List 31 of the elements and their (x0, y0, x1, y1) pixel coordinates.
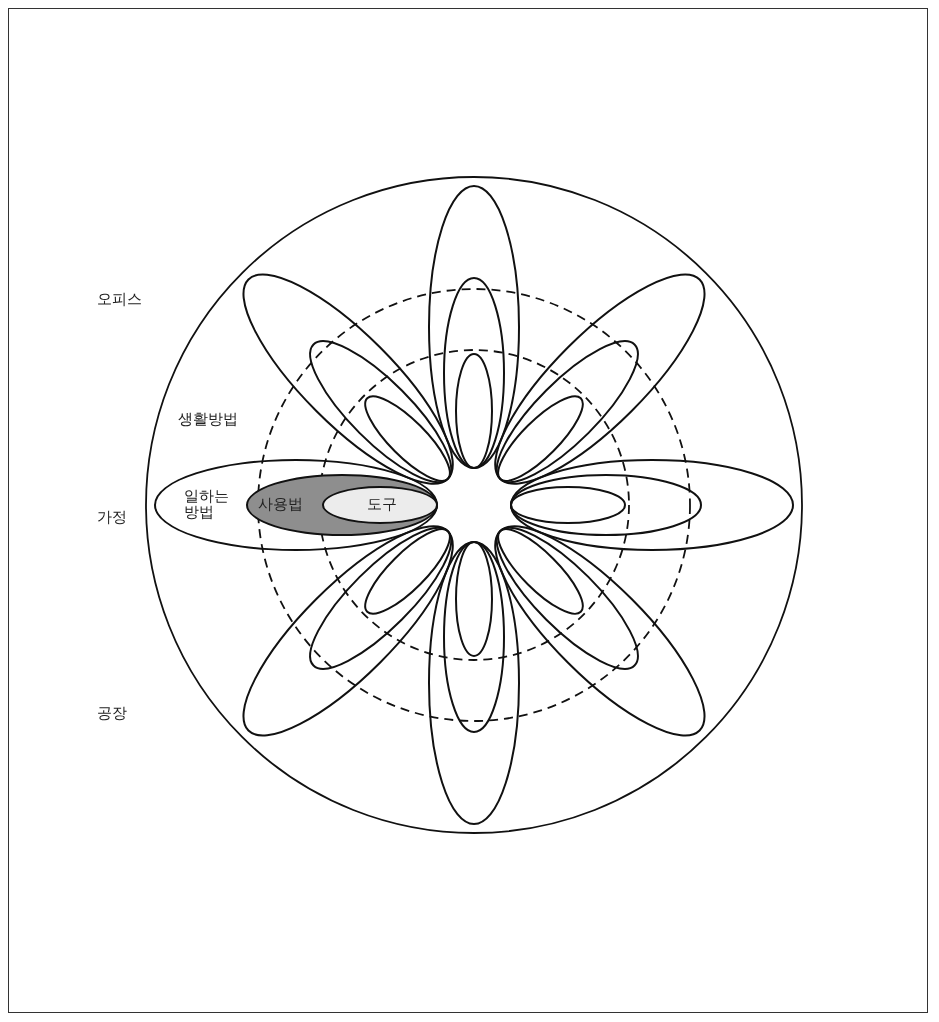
petal-ellipse (309, 526, 453, 670)
petal-ellipse (510, 459, 794, 551)
petal-ellipse (497, 395, 584, 482)
petal-ellipse (510, 486, 626, 524)
petal-ellipse (309, 340, 453, 484)
petal-ellipse (494, 525, 706, 737)
petal-ellipse (364, 528, 451, 615)
petal-ellipse (428, 185, 520, 469)
petal-ellipse (154, 459, 438, 551)
petal-ellipse (495, 340, 639, 484)
region-label: 생활방법 (178, 410, 238, 429)
petal-ellipse (322, 486, 438, 524)
petal-ellipse (497, 528, 584, 615)
petal-ellipse (443, 277, 505, 469)
petal-ellipse (242, 273, 454, 485)
petal-ellipse (364, 395, 451, 482)
petal-ellipse (246, 474, 438, 536)
region-label: 공장 (97, 704, 127, 723)
petal-ellipse (443, 541, 505, 733)
petal-ellipse (510, 474, 702, 536)
petal-ellipse (242, 525, 454, 737)
region-label: 오피스 (97, 290, 142, 309)
node-label: 도구 (366, 497, 398, 513)
node-label: 사용법 (258, 497, 304, 513)
node-label: 일하는 방법 (184, 489, 230, 521)
petal-ellipse (495, 526, 639, 670)
petal-ellipse (428, 541, 520, 825)
petal-ellipse (455, 541, 493, 657)
petal-ellipse (494, 273, 706, 485)
region-label: 가정 (97, 508, 127, 527)
petal-ellipse (455, 353, 493, 469)
